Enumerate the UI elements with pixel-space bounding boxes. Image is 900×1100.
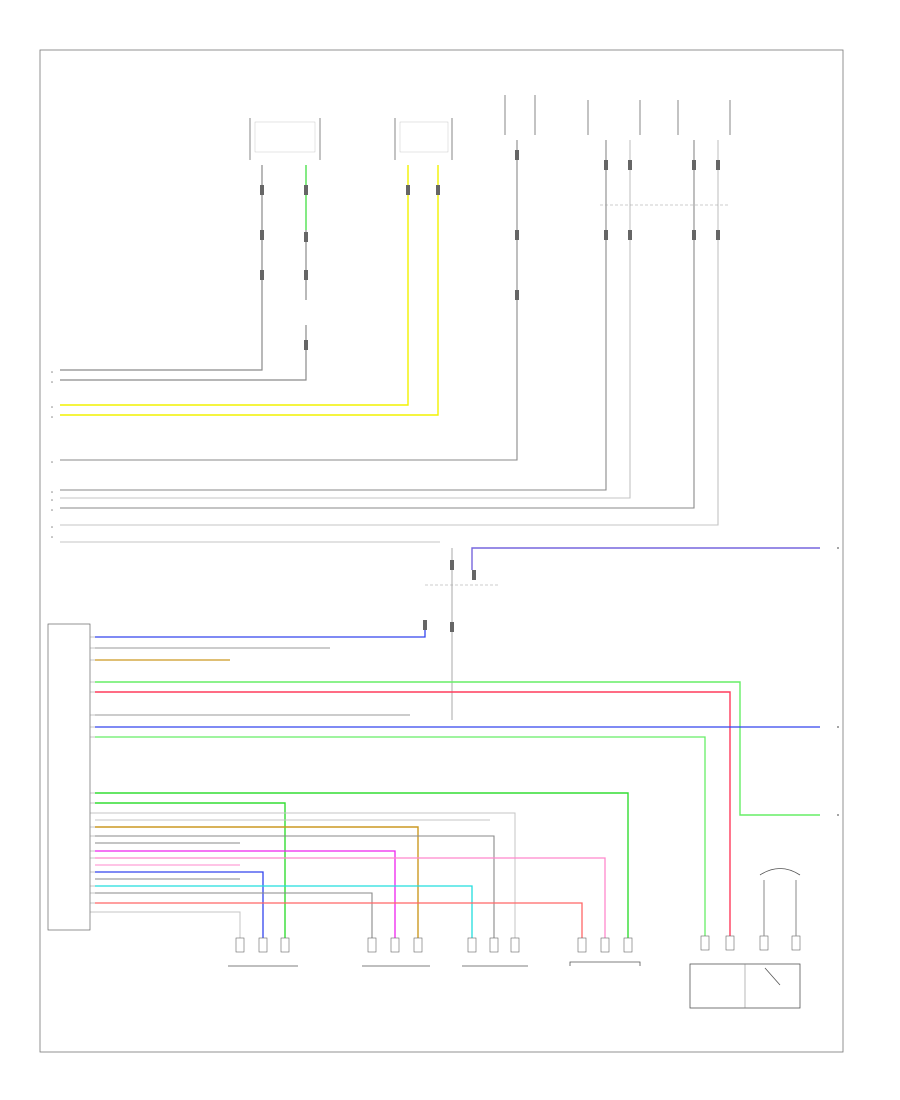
wire-pink-ecu-2 — [95, 857, 606, 940]
diagram-frame — [39, 49, 844, 1053]
sensor-connector-2 — [362, 937, 430, 967]
wire-gray-ecu-3 — [95, 835, 495, 940]
sensor-connector-4 — [569, 937, 641, 966]
wire-pink-ecu-1 — [95, 850, 396, 940]
top-component-2 — [394, 118, 453, 160]
wire-yellow-2 — [60, 165, 439, 416]
ecu-pins — [90, 636, 95, 913]
wire-salmon-ecu — [95, 902, 583, 940]
wire-gray-top-3 — [60, 325, 307, 381]
wire-lightgray-ecu-1 — [95, 812, 516, 940]
wire-orange-ecu — [95, 826, 419, 940]
ecu-block — [47, 623, 91, 931]
offpage-markers — [837, 547, 839, 816]
wire-lightgray-mid-1 — [60, 140, 631, 499]
left-pin-ticks — [51, 371, 53, 538]
wire-cyan-ecu — [95, 885, 473, 940]
top-component-5 — [677, 100, 731, 135]
top-component-3 — [504, 95, 536, 135]
top-component-4 — [587, 100, 641, 135]
wire-lightgray-mid-2 — [60, 140, 719, 526]
wire-blue-ecu-3 — [95, 871, 264, 940]
sensor-connector-3 — [462, 937, 528, 967]
sensor-connector-1 — [228, 937, 298, 967]
wire-green-ecu-2 — [95, 792, 629, 940]
wire-gray-mid-1 — [60, 140, 518, 461]
wire-gray-ecu-6 — [95, 892, 373, 940]
ground-icon — [759, 868, 801, 936]
top-component-1 — [249, 118, 321, 160]
connector-icon — [260, 150, 720, 632]
wire-green-ecu-1 — [95, 736, 706, 940]
wire-lightgreen-ecu — [95, 681, 820, 816]
wire-green-ecu-3 — [95, 802, 286, 940]
wire-yellow-1 — [60, 165, 409, 406]
wire-violet-long — [471, 547, 820, 570]
wire-lightgray-ecu-3 — [95, 911, 241, 940]
wire-gray-top-1 — [60, 165, 263, 371]
wire-gray-mid-3 — [60, 140, 695, 509]
wire-red-ecu — [95, 691, 731, 940]
switch-component — [689, 935, 801, 1009]
switch-icon — [764, 967, 781, 986]
wire-gray-mid-2 — [60, 140, 607, 491]
wire-blue-ecu-1 — [95, 620, 426, 638]
